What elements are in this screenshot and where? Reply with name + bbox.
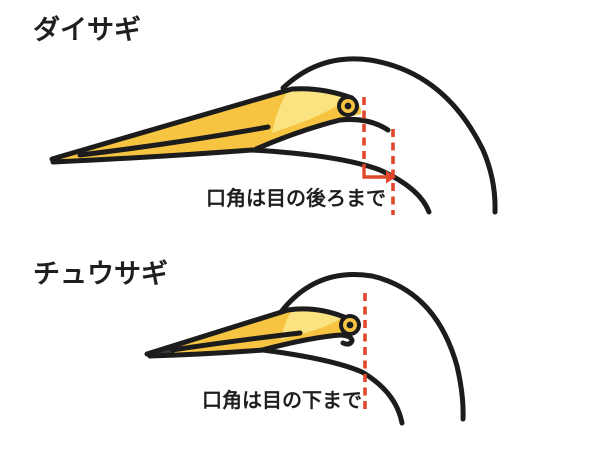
great-egret-figure bbox=[49, 56, 498, 215]
upper-beak-outline bbox=[144, 306, 347, 357]
culmen-line bbox=[77, 124, 271, 158]
eye-pupil bbox=[344, 102, 352, 110]
arrow-head bbox=[386, 170, 396, 184]
intermediate-egret-eye bbox=[339, 314, 361, 336]
great-egret-title: ダイサギ bbox=[33, 15, 141, 45]
gape-extent-arrow-icon bbox=[362, 164, 396, 184]
gape-line bbox=[253, 117, 391, 152]
intermediate-egret-outlines bbox=[144, 272, 466, 426]
great-egret-annotation: 口角は目の後ろまで bbox=[206, 188, 386, 210]
crown-neck-outline bbox=[278, 272, 466, 422]
crown-neck-outline bbox=[280, 56, 498, 215]
great-egret-reference-markers bbox=[362, 97, 395, 215]
intermediate-egret-annotation: 口角は目の下まで bbox=[202, 390, 362, 412]
arrow-shaft bbox=[362, 164, 386, 179]
culmen-line bbox=[169, 330, 303, 353]
throat-outline bbox=[147, 347, 405, 426]
beak-highlight bbox=[272, 90, 348, 133]
gape-line bbox=[259, 332, 355, 353]
intermediate-egret-title: チュウサギ bbox=[33, 259, 168, 289]
intermediate-egret-figure bbox=[144, 272, 466, 426]
throat-outline bbox=[50, 147, 432, 215]
great-egret-eye bbox=[337, 95, 359, 117]
eye-pupil bbox=[346, 321, 354, 329]
